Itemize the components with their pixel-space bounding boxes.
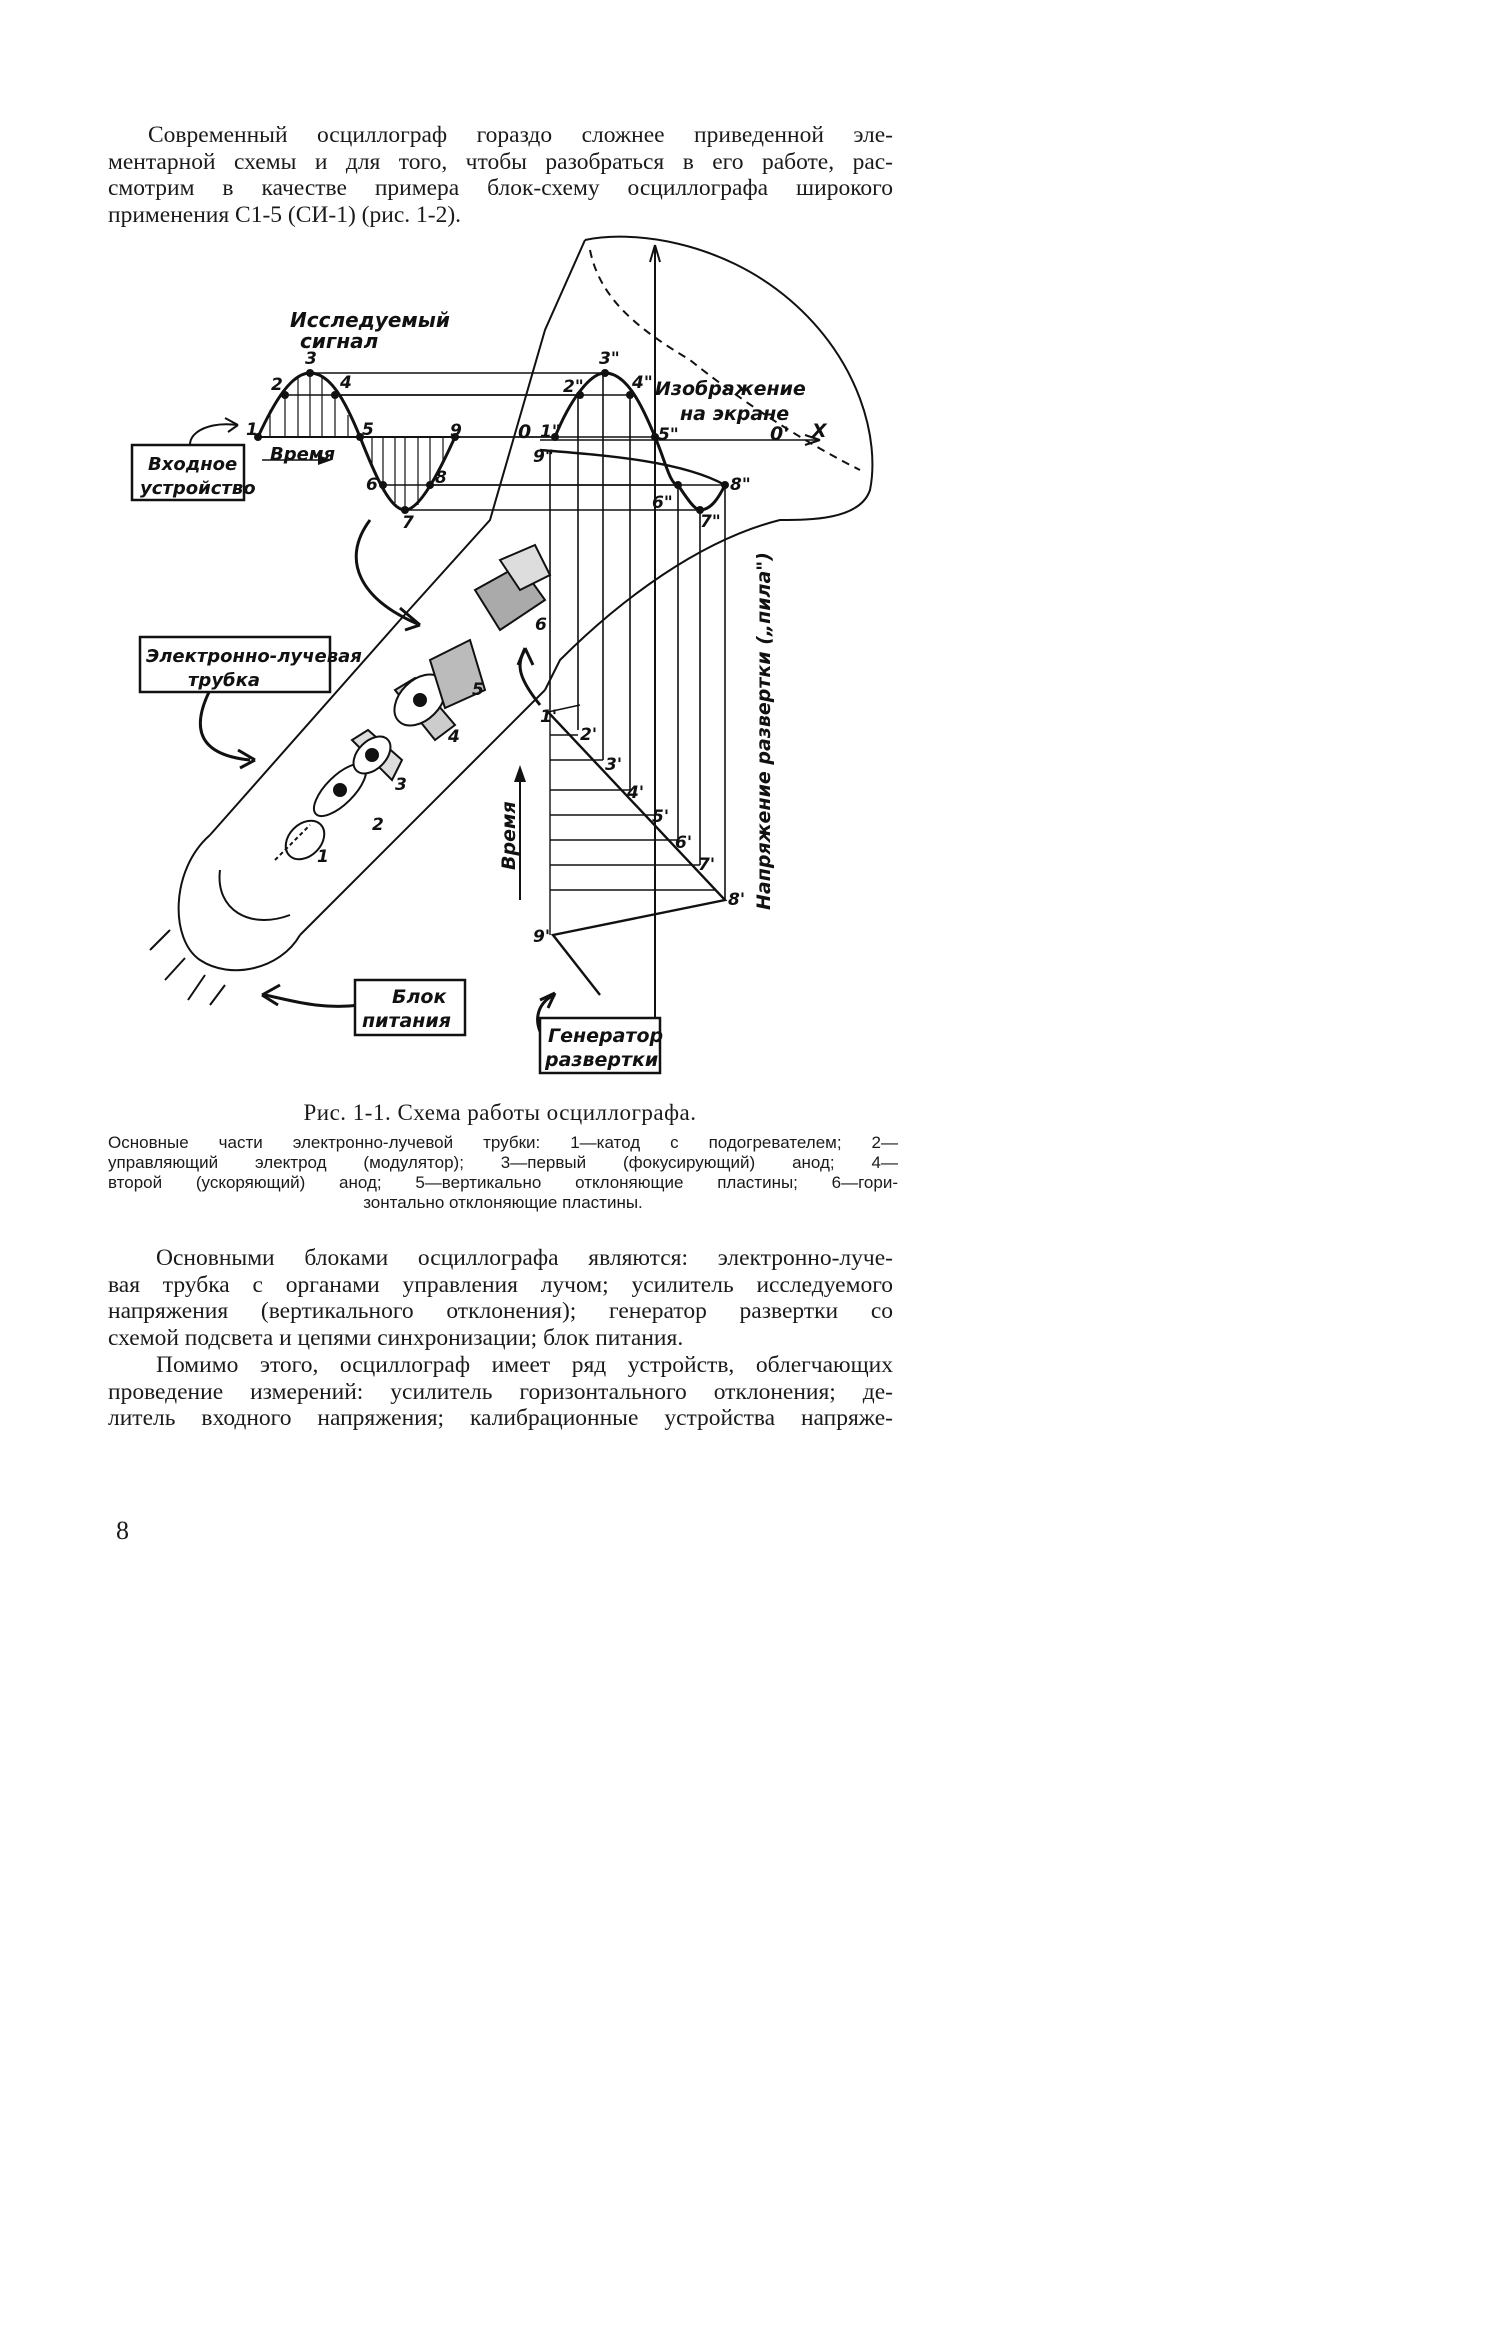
page-number: 8	[116, 1516, 129, 1545]
text-line: проведение измерений: усилитель горизонт…	[108, 1378, 893, 1405]
text-line: вая трубка с органами управления лучом; …	[108, 1271, 893, 1298]
screen-image-label-2: на экране	[680, 403, 789, 425]
signal-point-label: 3	[305, 349, 317, 369]
figure-caption-body: Основные части электронно-лучевой трубки…	[108, 1133, 898, 1213]
caption-line: Основные части электронно-лучевой трубки…	[108, 1133, 898, 1152]
crt-screen-dashed	[589, 249, 861, 471]
signal-point-label: 8	[435, 468, 447, 488]
crt-part-number: 4	[447, 727, 460, 747]
text-line: применения С1-5 (СИ-1) (рис. 1-2).	[108, 201, 462, 228]
input-device-label: Входное	[148, 454, 237, 475]
text-line: литель входного напряжения; калибрационн…	[108, 1405, 893, 1431]
sweep-point-label: 4'	[626, 783, 644, 803]
screen-point-label: 5"	[658, 425, 679, 445]
screen-point-label: 7"	[700, 512, 721, 532]
signal-label-2: сигнал	[300, 329, 379, 353]
crt-label-2: трубка	[188, 670, 260, 691]
signal-point-label: 6	[366, 475, 378, 495]
caption-line: второй (ускоряющий) анод; 5—вертикально …	[108, 1173, 898, 1192]
power-supply-label: Блок	[392, 986, 447, 1008]
sweep-point-label: 2'	[580, 725, 597, 745]
input-device-label-2: устройство	[140, 478, 256, 499]
sawtooth	[547, 711, 728, 996]
crt-label: Электронно-лучевая	[146, 646, 362, 667]
screen-image-label: Изображение	[655, 378, 806, 400]
intro-paragraph: Современный осциллограф гораздо сложнее …	[108, 122, 893, 228]
main-blocks-paragraph: Основными блоками осциллографа являются:…	[108, 1245, 893, 1351]
text-line: Основными блоками осциллографа являются:…	[156, 1245, 893, 1271]
text-line: Помимо этого, осциллограф имеет ряд устр…	[156, 1352, 893, 1378]
sweep-voltage-label: Напряжение развертки („пила")	[753, 552, 775, 910]
figure-caption-title: Рис. 1-1. Схема работы осциллографа.	[303, 1100, 697, 1125]
sweep-point-label: 6'	[675, 833, 692, 853]
axis-zero-prime: 0'	[770, 423, 789, 445]
screen-point-label: 4"	[631, 373, 653, 393]
text-line: Современный осциллограф гораздо сложнее …	[148, 122, 893, 148]
signal-point-label: 1	[246, 420, 258, 440]
sweep-generator-label: Генератор	[548, 1025, 663, 1047]
sweep-generator-label-2: развертки	[544, 1049, 658, 1071]
crt-part-number: 5	[472, 680, 484, 700]
oscilloscope-diagram: Исследуемый сигнал Время Входное устройс…	[130, 235, 874, 1075]
signal-point-label: 5	[362, 420, 374, 440]
text-line: схемой подсвета и цепями синхронизации; …	[108, 1324, 684, 1351]
axis-x: X	[811, 420, 828, 442]
vertical-time-label: Время	[498, 801, 520, 870]
crt-part-number: 1	[317, 847, 329, 867]
crt-neck	[209, 619, 546, 936]
sweep-point-label: 5'	[652, 807, 669, 827]
signal-point-label: 7	[402, 513, 414, 533]
time-label: Время	[270, 444, 336, 465]
axis-zero: 0	[518, 421, 531, 443]
screen-point-label: 3"	[599, 349, 620, 369]
screen-point-label: 8"	[730, 475, 751, 495]
screen-point-label: 2"	[563, 377, 584, 397]
sweep-point-label: 7'	[698, 855, 715, 875]
crt-base-ring	[218, 869, 291, 921]
text-line: ментарной схемы и для того, чтобы разобр…	[108, 148, 893, 175]
crt-funnel-lower	[399, 239, 586, 621]
caption-line: управляющий электрод (модулятор); 3—перв…	[108, 1153, 898, 1172]
caption-line: зонтально отклоняющие пластины.	[363, 1193, 643, 1212]
crt-funnel	[544, 235, 874, 691]
text-line: напряжения (вертикального отклонения); г…	[108, 1298, 893, 1324]
signal-label: Исследуемый	[290, 308, 450, 332]
sweep-point-label: 8'	[728, 890, 745, 910]
text-line: смотрим в качестве примера блок-схему ос…	[108, 175, 893, 201]
sweep-point-label: 9'	[533, 927, 550, 947]
signal-point-label: 2	[271, 375, 283, 395]
crt-part-number: 2	[372, 815, 384, 835]
screen-point-label: 9"	[533, 447, 554, 467]
signal-point-label: 9	[450, 421, 462, 441]
screen-point-label: 6"	[652, 493, 673, 513]
sweep-point-label: 1'	[540, 707, 557, 727]
crt-part-number: 6	[535, 615, 547, 635]
additional-devices-paragraph: Помимо этого, осциллограф имеет ряд устр…	[108, 1352, 893, 1432]
screen-point-label: 1"	[540, 422, 561, 442]
crt-base	[177, 834, 301, 972]
crt-part-number: 3	[395, 775, 407, 795]
signal-point-label: 4	[339, 373, 352, 393]
sweep-point-label: 3'	[605, 755, 622, 775]
power-supply-label-2: питания	[362, 1010, 451, 1032]
